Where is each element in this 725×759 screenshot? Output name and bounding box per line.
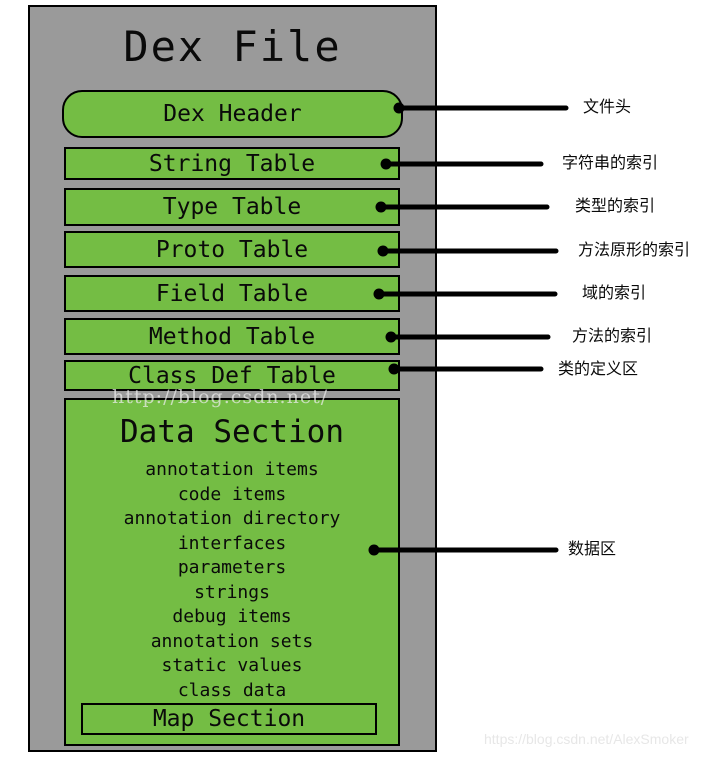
field-table-box: Field Table	[64, 275, 400, 312]
data-item: debug items	[172, 606, 292, 627]
annotation-label-string-index: 字符串的索引	[562, 155, 659, 172]
map-section-box: Map Section	[81, 703, 377, 735]
annotation-label-data-area: 数据区	[568, 541, 617, 558]
string-table-box: String Table	[64, 147, 400, 180]
data-item: class data	[177, 679, 287, 701]
annotation-label-file-header: 文件头	[583, 99, 632, 116]
data-item: code items	[177, 483, 287, 505]
dex-header-label: Dex Header	[163, 101, 302, 127]
annotation-label-method-index: 方法的索引	[572, 328, 653, 345]
data-item: static values	[161, 655, 303, 676]
dex-header-box: Dex Header	[62, 90, 403, 138]
data-item: annotation items	[145, 459, 319, 480]
data-item: strings	[194, 581, 270, 603]
watermark-bottom-right: https://blog.csdn.net/AlexSmoker	[484, 731, 689, 747]
type-table-label: Type Table	[162, 194, 302, 220]
data-section-items: annotation items code items annotation d…	[66, 458, 398, 703]
proto-table-box: Proto Table	[64, 231, 400, 268]
watermark-center: http://blog.csdn.net/	[112, 386, 329, 408]
annotation-label-type-index: 类型的索引	[575, 198, 656, 215]
data-item: interfaces	[177, 532, 287, 554]
class-def-table-box: Class Def Table	[64, 360, 400, 391]
data-section-title: Data Section	[120, 414, 344, 450]
method-table-box: Method Table	[64, 318, 400, 355]
data-section-box: Data Section annotation items code items…	[64, 398, 400, 746]
class-def-table-label: Class Def Table	[128, 362, 336, 389]
proto-table-label: Proto Table	[155, 236, 309, 263]
annotation-label-class-def: 类的定义区	[558, 361, 639, 378]
data-item: annotation directory	[123, 508, 341, 529]
diagram-title: Dex File	[123, 22, 342, 71]
annotation-label-proto-index: 方法原形的索引	[578, 242, 691, 259]
annotation-label-field-index: 域的索引	[582, 285, 647, 302]
map-section-label: Map Section	[152, 706, 306, 732]
data-item: annotation sets	[150, 630, 314, 652]
data-item: parameters	[177, 557, 287, 578]
method-table-label: Method Table	[148, 323, 316, 350]
type-table-box: Type Table	[64, 188, 400, 226]
string-table-label: String Table	[148, 150, 316, 177]
field-table-label: Field Table	[155, 280, 309, 307]
